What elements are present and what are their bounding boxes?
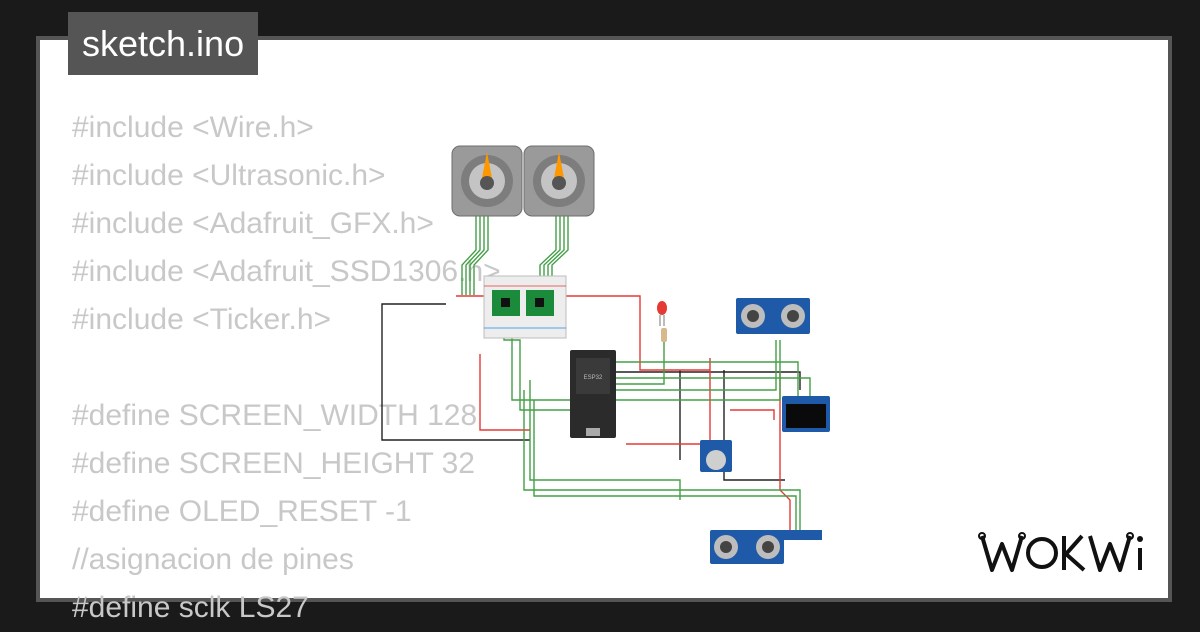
hc-sr04 xyxy=(710,530,784,564)
code-line: #include <Adafruit_SSD1306.h> xyxy=(72,255,501,288)
stepper-motor xyxy=(451,145,523,217)
code-editor: #include <Wire.h> #include <Ultrasonic.h… xyxy=(72,104,501,632)
board-label: ESP32 xyxy=(584,375,603,381)
a4988-driver xyxy=(526,290,554,316)
code-line: #include <Ticker.h> xyxy=(72,303,332,336)
ssd1306-oled xyxy=(782,396,830,432)
code-line: //asignacion de pines xyxy=(72,543,354,576)
wires xyxy=(381,212,811,530)
code-line: #include <Ultrasonic.h> xyxy=(72,159,386,192)
code-line: #include <Wire.h> xyxy=(72,111,314,144)
code-line: #define SCREEN_WIDTH 128 xyxy=(72,399,478,432)
code-line: #include <Adafruit_GFX.h> xyxy=(72,207,434,240)
stepper-motor xyxy=(523,145,595,217)
wokwi-logo xyxy=(978,532,1143,572)
a4988-driver xyxy=(492,290,520,316)
code-line: #define OLED_RESET -1 xyxy=(72,495,412,528)
hc-sr04 xyxy=(736,298,810,334)
code-line: #define sclk LS27 xyxy=(72,591,309,624)
file-tab[interactable]: sketch.ino xyxy=(68,12,259,75)
resistor xyxy=(661,328,667,342)
preview-card: #include <Wire.h> #include <Ultrasonic.h… xyxy=(36,36,1172,624)
led xyxy=(657,301,667,326)
hc-sr04 xyxy=(748,530,822,540)
code-line: #define SCREEN_HEIGHT 32 xyxy=(72,447,475,480)
potentiometer xyxy=(700,440,732,472)
esp32: ESP32 xyxy=(570,350,616,438)
circuit-diagram: ESP32 xyxy=(381,145,830,540)
